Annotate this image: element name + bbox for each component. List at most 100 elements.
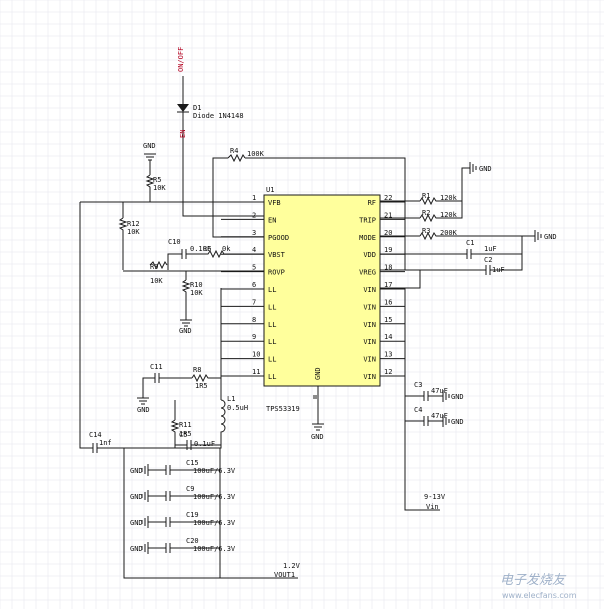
chip-right-pins: 22RF21TRIP20MODE19VDD18VREG17VIN16VIN15V… [359, 194, 405, 381]
c3-val: 47uF [431, 387, 448, 395]
r2-val: 120k [440, 211, 458, 219]
chip-pin-number: 12 [384, 368, 392, 376]
inductor-l1 [124, 399, 226, 449]
r6-ref: R6 [203, 245, 211, 253]
cap-gnd-label: GND [130, 519, 143, 527]
chip-pin-number: 20 [384, 229, 392, 237]
c1 [466, 249, 472, 259]
chip-pin-number: 5 [252, 264, 256, 272]
chip-pin-name: VIN [363, 321, 376, 329]
c4-gnd-label: GND [451, 418, 464, 426]
r4-wire [212, 157, 264, 238]
chip-pin-name: VFB [268, 199, 281, 207]
cap-gnd-symbol [141, 542, 149, 554]
r10-ref: R10 [190, 281, 203, 289]
r8-val: 1R5 [195, 382, 208, 390]
r8 [191, 373, 221, 383]
chip-ref: U1 [266, 186, 274, 194]
chip-pin-name: LL [268, 373, 276, 381]
watermark-site: www.elecfans.com [502, 591, 577, 600]
chip-pin-name: LL [268, 303, 276, 311]
r1-ref: R1 [422, 192, 430, 200]
chip-pin-name: VDD [363, 251, 376, 259]
r5-ref: R5 [153, 176, 161, 184]
chip-pin-number: 8 [252, 316, 256, 324]
cap-val: 100uF/6.3V [193, 519, 236, 527]
r3-val: 200K [440, 229, 458, 237]
r10-val: 10K [190, 289, 203, 297]
chip-pin-number: 9 [252, 333, 256, 341]
cap-val: 100uF/6.3V [193, 545, 236, 553]
gnd-r1-label: GND [479, 165, 492, 173]
cap-gnd-symbol [141, 490, 149, 502]
chip-pin-name: VIN [363, 373, 376, 381]
gnd-r5 [144, 153, 156, 161]
chip-body [263, 194, 381, 387]
chip-pin-name: EN [268, 216, 276, 224]
chip-pin-name: RF [368, 199, 376, 207]
chip-pin-number: 17 [384, 281, 392, 289]
chip-pin-name: VIN [363, 286, 376, 294]
c10-ref: C10 [168, 238, 181, 246]
chip-pin-name: VIN [363, 356, 376, 364]
cap-gnd-symbol [141, 516, 149, 528]
chip-pin-number: 16 [384, 298, 392, 306]
chip-pin-number: 14 [384, 333, 392, 341]
vout-rail [123, 448, 298, 579]
chip-pin-name: LL [268, 356, 276, 364]
r12-val: 10K [127, 228, 140, 236]
c4-gnd [428, 415, 450, 427]
c10-wire [167, 253, 182, 270]
r6 [186, 249, 225, 259]
chip-pin-name: LL [268, 321, 276, 329]
r5 [145, 174, 155, 202]
c2-ref: C2 [484, 256, 492, 264]
chip-pin-name: LL [268, 338, 276, 346]
vin-net: Vin [426, 503, 439, 511]
en-net: EN [179, 130, 187, 138]
output-cap-bank: GNDC15100uF/6.3VGNDC9100uF/6.3VGNDC19100… [130, 459, 236, 554]
chip-pin-name: VREG [359, 269, 376, 277]
c5-val: 0.1uF [194, 440, 215, 448]
cap-gnd-label: GND [130, 493, 143, 501]
r11-val: 1R5 [179, 430, 192, 438]
cap-ref: C19 [186, 511, 199, 519]
c3-gnd [428, 390, 450, 402]
c14-val: 1nf [99, 439, 112, 447]
c4-val: 47uF [431, 412, 448, 420]
d1-val: Diode 1N4148 [193, 112, 244, 120]
c11-ref: C11 [150, 363, 163, 371]
r9 [149, 260, 168, 270]
r9-val: 10K [150, 277, 163, 285]
cap-ref: C20 [186, 537, 199, 545]
vin-bus [404, 288, 440, 511]
chip-pin-number: 21 [384, 211, 392, 219]
c14-ref: C14 [89, 431, 102, 439]
r2-ref: R2 [422, 209, 430, 217]
chip-pin-number: 10 [252, 351, 260, 359]
gnd-right [534, 230, 542, 242]
watermark-brand: 电子发烧友 [500, 573, 567, 588]
chip-pin-name: VBST [268, 251, 286, 259]
on-off-net: ON/OFF [177, 47, 185, 72]
chip-pin-name: LL [268, 286, 276, 294]
r6-val: 0k [222, 245, 231, 253]
vout-value: 1.2V [283, 562, 301, 570]
c14 [92, 443, 98, 453]
r3-ref: R3 [422, 227, 430, 235]
r10 [181, 279, 191, 320]
gnd-right-label: GND [544, 233, 557, 241]
gnd-c11-label: GND [137, 406, 150, 414]
cap-gnd-symbol [141, 464, 149, 476]
chip-pin-number: 6 [252, 281, 256, 289]
c3-ref: C3 [414, 381, 422, 389]
gnd-symbol [312, 423, 324, 431]
r11 [170, 419, 180, 448]
c5-ref: C5 [179, 431, 187, 439]
chip-pin-number: 11 [252, 368, 260, 376]
r1 [419, 167, 470, 206]
chip-pin-name: PGOOD [268, 234, 289, 242]
chip-pin-number: 13 [384, 351, 392, 359]
gnd-label: GND [311, 433, 324, 441]
chip-pin-name: VIN [363, 338, 376, 346]
